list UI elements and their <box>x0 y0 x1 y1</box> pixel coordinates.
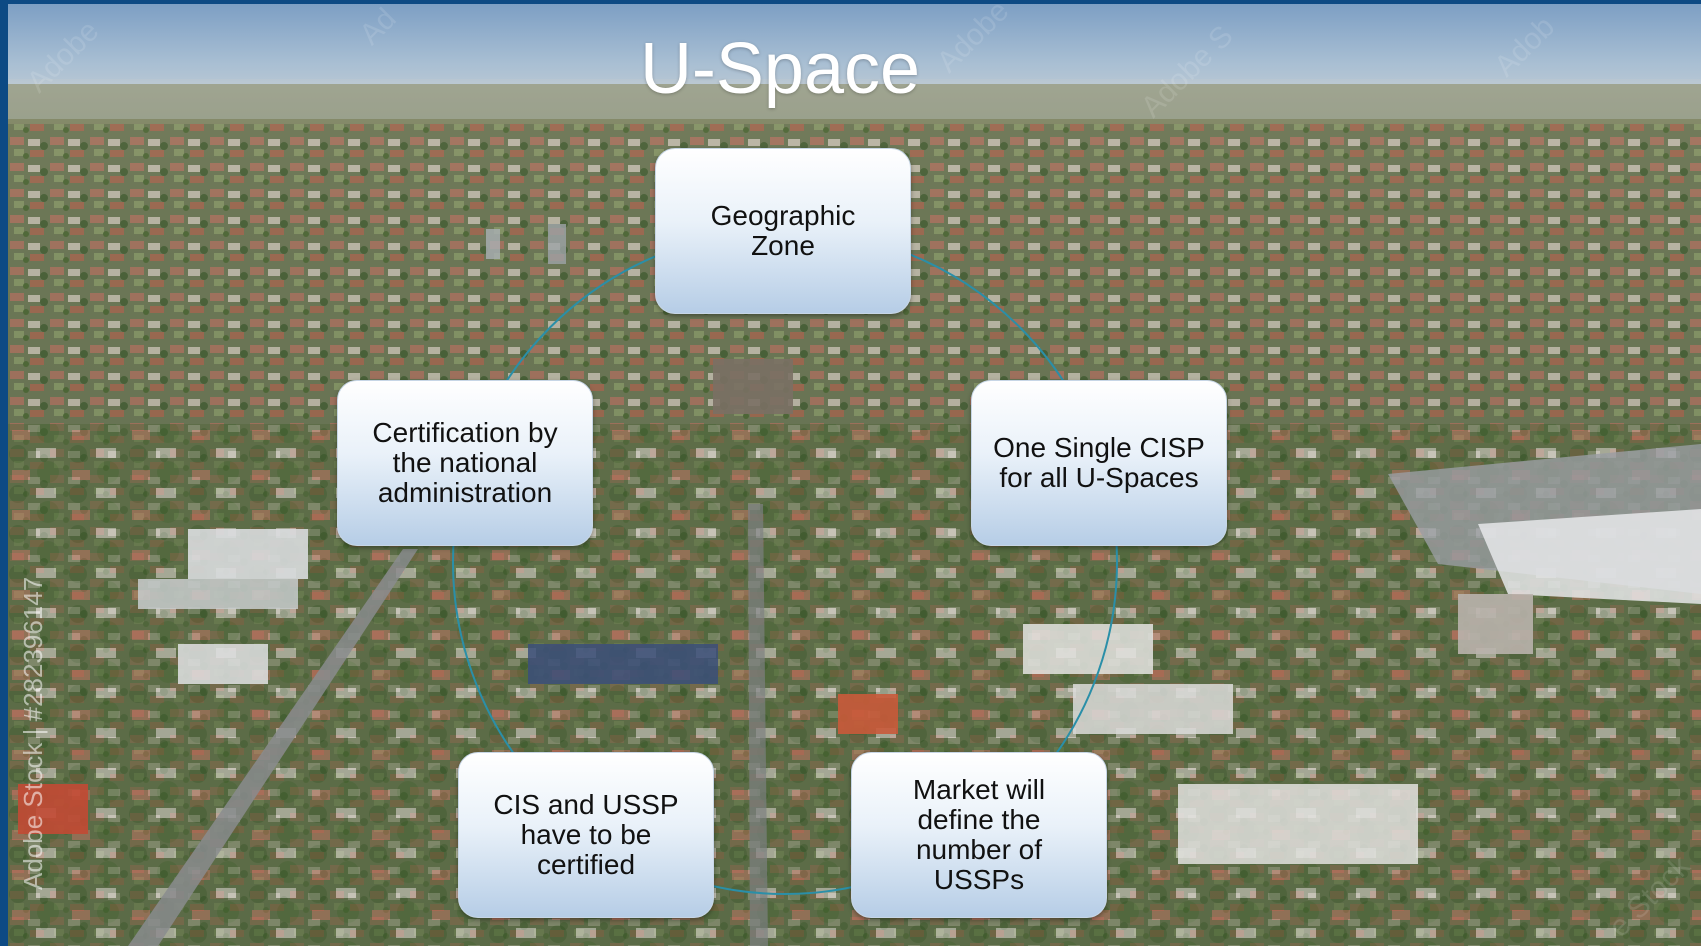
node-certification-national: Certification by the national administra… <box>337 380 593 546</box>
node-cis-ussp-certified: CIS and USSP have to be certified <box>458 752 714 918</box>
node-geographic-zone: Geographic Zone <box>655 148 911 314</box>
slide-title: U-Space <box>639 29 921 109</box>
slide-frame-left <box>0 0 8 946</box>
node-market-ussps: Market will define the number of USSPs <box>851 752 1107 918</box>
stock-watermark: Adobe Stock | #282396147 <box>18 576 48 890</box>
aerial-city-photo <box>8 4 1701 946</box>
node-single-cisp: One Single CISP for all U-Spaces <box>971 380 1227 546</box>
slide-frame-top <box>0 0 1701 4</box>
